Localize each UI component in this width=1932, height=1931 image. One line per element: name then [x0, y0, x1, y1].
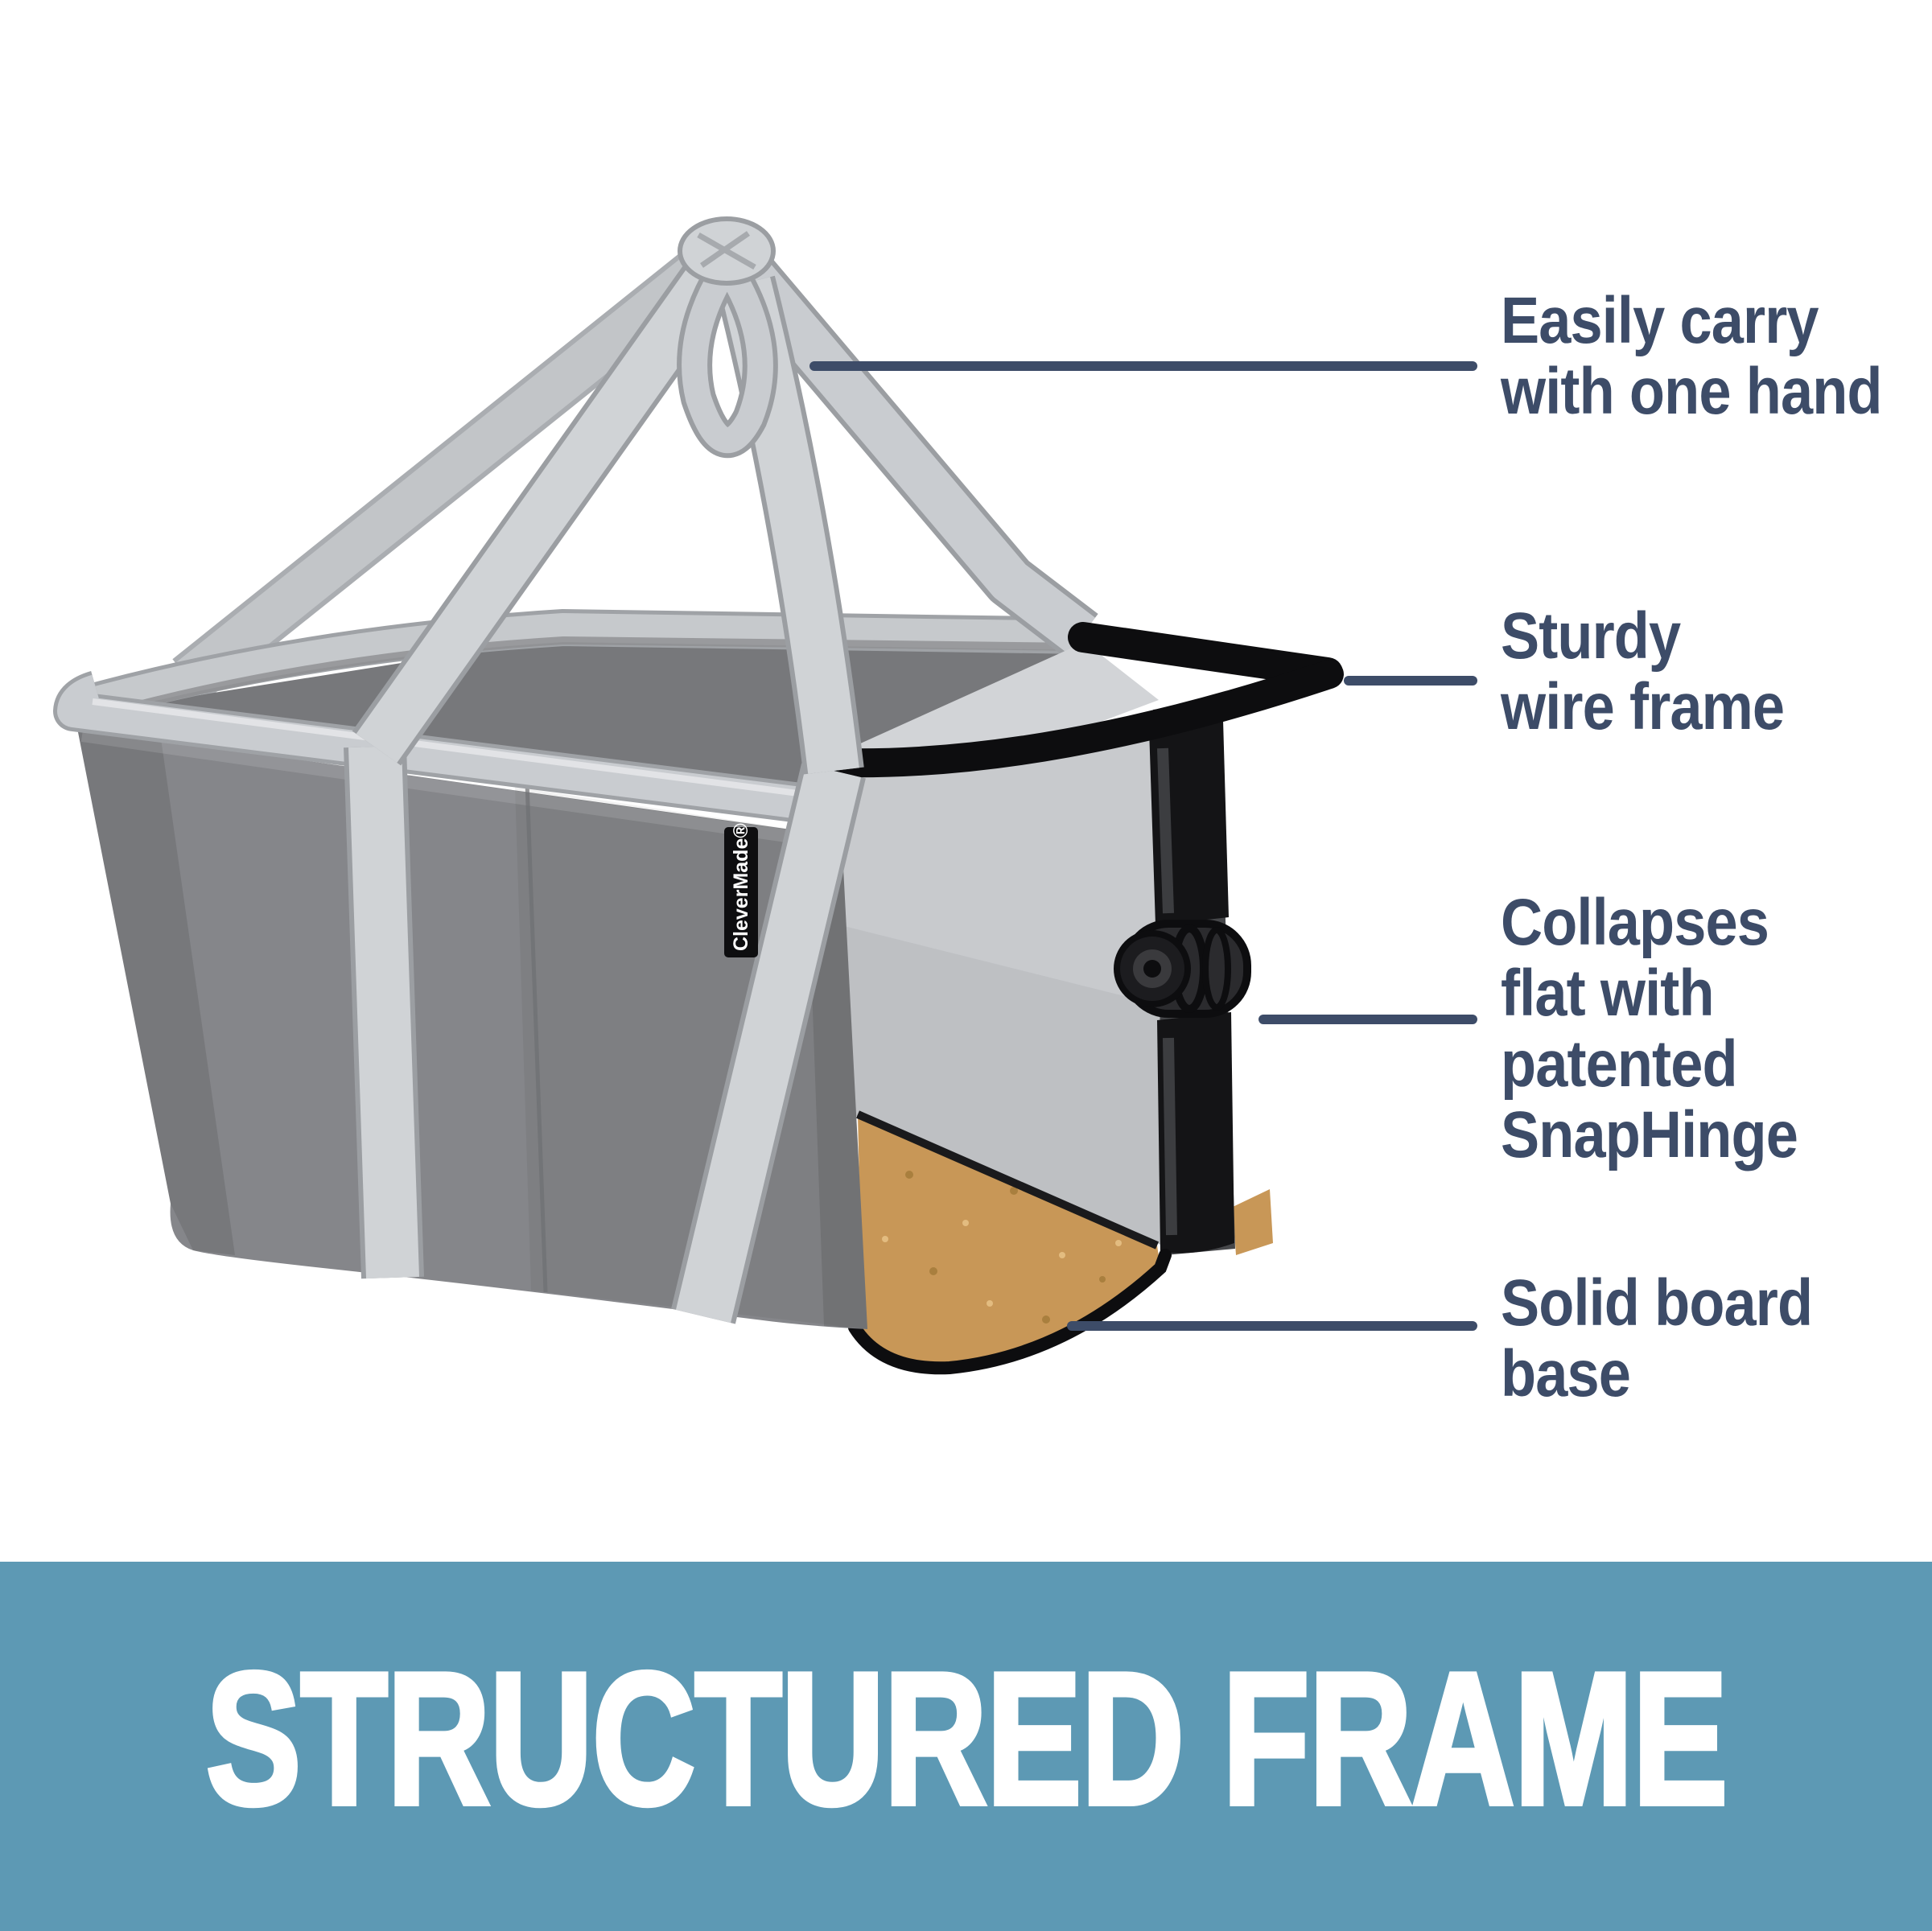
cutaway-top-face — [841, 642, 1159, 752]
callout-hinge-line3: patented — [1501, 1027, 1738, 1101]
brand-tag-label: CleverMade® — [730, 823, 752, 951]
callout-base: Solid board base — [1501, 1266, 1813, 1410]
callout-carry: Easily carry with one hand — [1501, 286, 1882, 427]
callout-hinge-line4: SnapHinge — [1501, 1098, 1798, 1171]
basket-back-rim — [79, 608, 1085, 723]
cutaway-bottom-outline — [848, 1249, 1172, 1375]
callout-hinge-line1: Collapses — [1501, 886, 1769, 959]
callout-wire-line2: wire frame — [1501, 670, 1785, 743]
front-strap-left — [344, 745, 424, 1279]
handle-front-left-strap — [352, 236, 753, 766]
wire-frame — [822, 622, 1344, 778]
brand-tag: CleverMade® — [724, 823, 758, 957]
board-base-rear-sliver — [1233, 1189, 1273, 1255]
callout-base-line2: base — [1501, 1337, 1631, 1410]
frame-side-bar — [1149, 720, 1234, 1254]
front-strap-right — [671, 763, 866, 1324]
callout-hinge-line2: flat with — [1501, 957, 1715, 1030]
banner: STRUCTURED FRAME — [0, 1562, 1932, 1931]
callout-hinge: Collapses flat with patented SnapHinge — [1501, 887, 1798, 1171]
banner-title: STRUCTURED FRAME — [204, 1632, 1730, 1844]
callout-base-line1: Solid board — [1501, 1266, 1813, 1340]
handle-knot — [677, 216, 778, 458]
callout-wire: Sturdy wire frame — [1501, 599, 1785, 743]
callout-carry-line1: Easily carry — [1501, 284, 1819, 357]
snap-hinge — [1114, 920, 1251, 1018]
basket-front-rim — [53, 670, 842, 828]
callout-carry-line2: with one hand — [1501, 355, 1882, 428]
board-base — [855, 1110, 1160, 1367]
handle-back-left-strap — [172, 235, 735, 701]
callout-wire-line1: Sturdy — [1501, 599, 1681, 673]
leader-lines — [809, 361, 1477, 1331]
cutaway-interior-wall-shade — [841, 925, 1163, 1245]
